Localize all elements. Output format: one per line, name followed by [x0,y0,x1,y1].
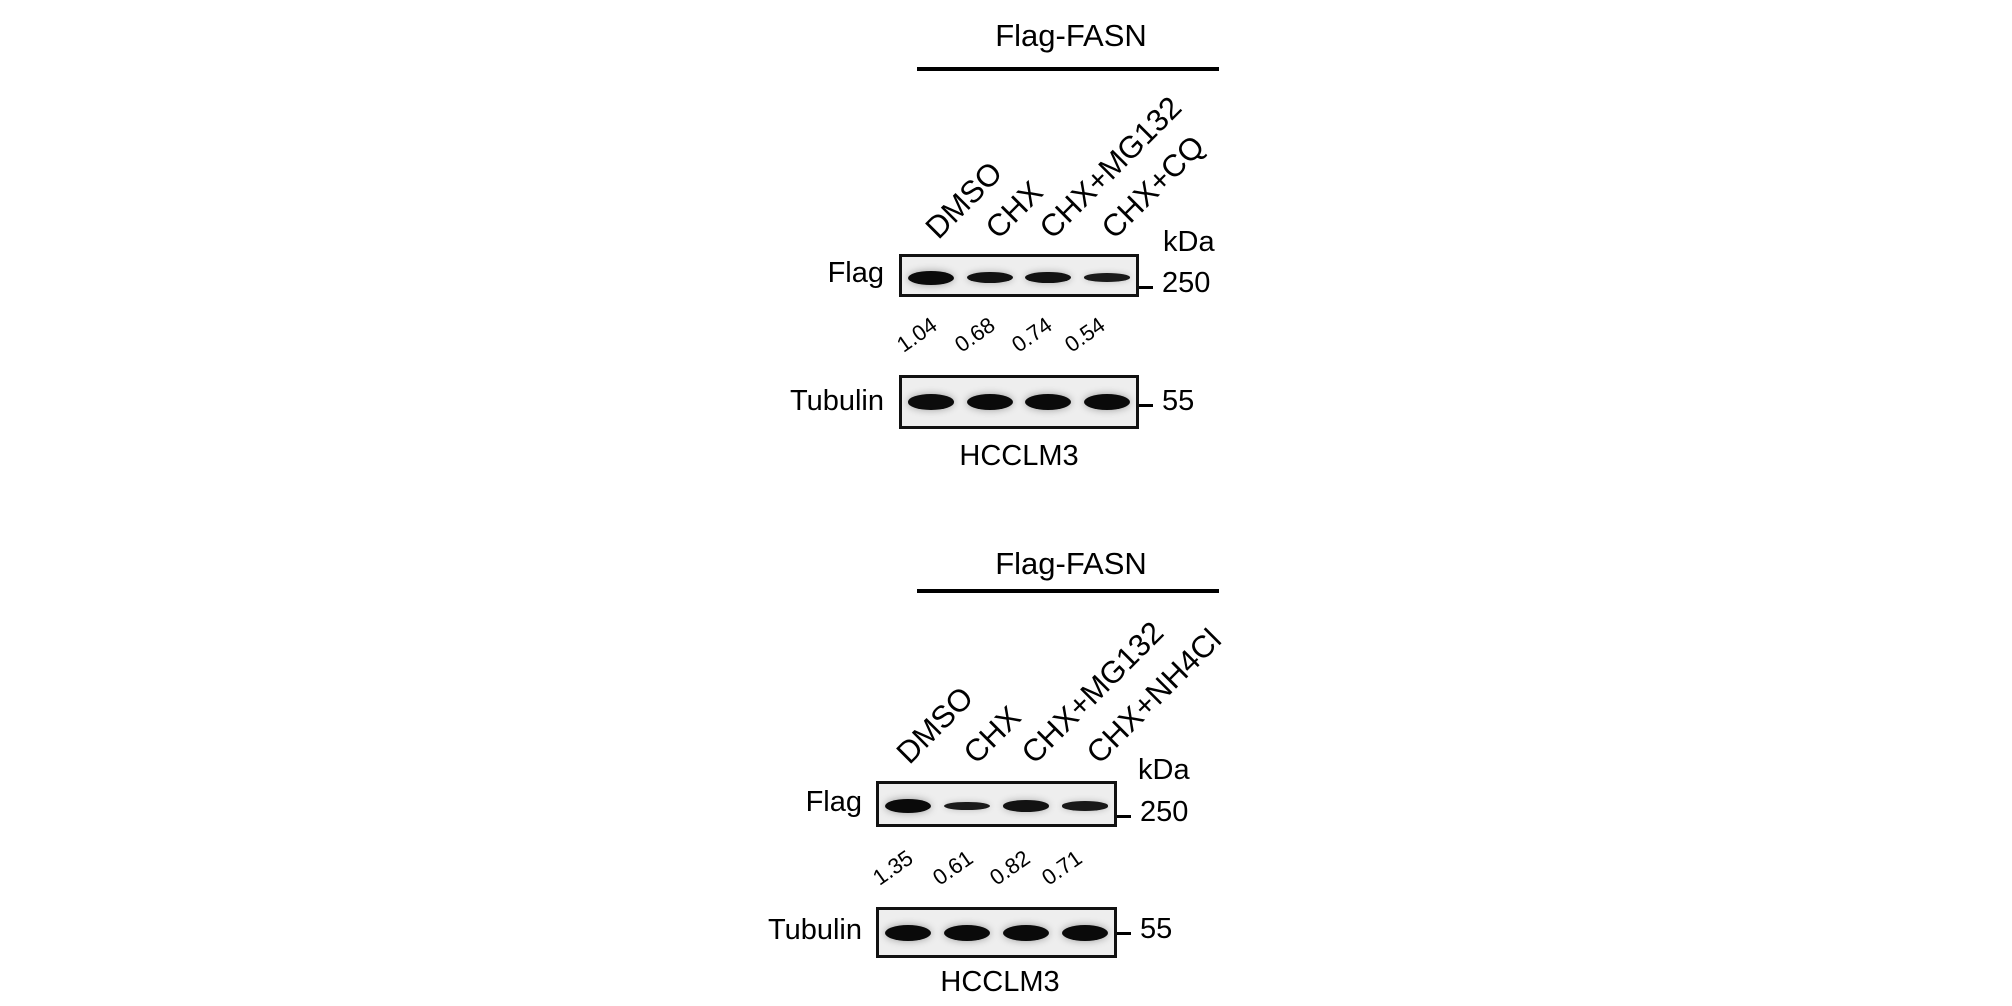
construct-bracket [917,67,1219,71]
band [908,270,955,285]
construct-label: Flag-FASN [995,546,1147,581]
cell-line-label: HCCLM3 [940,966,1060,998]
band [1002,800,1049,812]
blot-tubulin [899,375,1139,429]
kda-label: kDa [1138,754,1190,786]
row-label-flag: Flag [827,257,884,289]
quant-value: 0.61 [928,845,978,891]
kda-label: kDa [1163,226,1215,258]
quant-value: 0.54 [1060,312,1110,358]
quant-value: 1.04 [892,312,942,358]
band [1083,394,1130,410]
band [966,394,1013,410]
marker-tick [1117,815,1131,818]
quant-value: 0.82 [985,845,1035,891]
row-label-tubulin: Tubulin [789,385,884,417]
marker-tick [1117,932,1131,935]
quant-value: 0.68 [950,312,1000,358]
marker-250: 250 [1140,796,1189,828]
band [1002,924,1049,941]
blot-flag [899,254,1139,297]
band [966,271,1013,284]
band [944,924,991,941]
marker-55: 55 [1140,913,1173,945]
construct-label: Flag-FASN [995,18,1147,53]
band [885,799,932,813]
band [908,394,955,410]
band [1025,271,1072,284]
marker-55: 55 [1162,385,1195,417]
band [1025,394,1072,410]
band [944,801,991,811]
quant-value: 0.71 [1037,845,1087,891]
lane-label: DMSO [889,679,981,771]
cell-line-label: HCCLM3 [959,440,1079,472]
quant-value: 1.35 [868,845,918,891]
marker-tick [1139,404,1153,407]
row-label-flag: Flag [805,786,862,818]
band [885,924,932,941]
band [1061,801,1108,811]
band [1083,273,1130,282]
marker-tick [1139,286,1153,289]
marker-250: 250 [1162,267,1211,299]
row-label-tubulin: Tubulin [767,914,862,946]
construct-bracket [917,589,1219,593]
blot-tubulin [876,907,1117,958]
quant-value: 0.74 [1007,312,1057,358]
band [1061,924,1108,941]
blot-flag [876,781,1117,827]
